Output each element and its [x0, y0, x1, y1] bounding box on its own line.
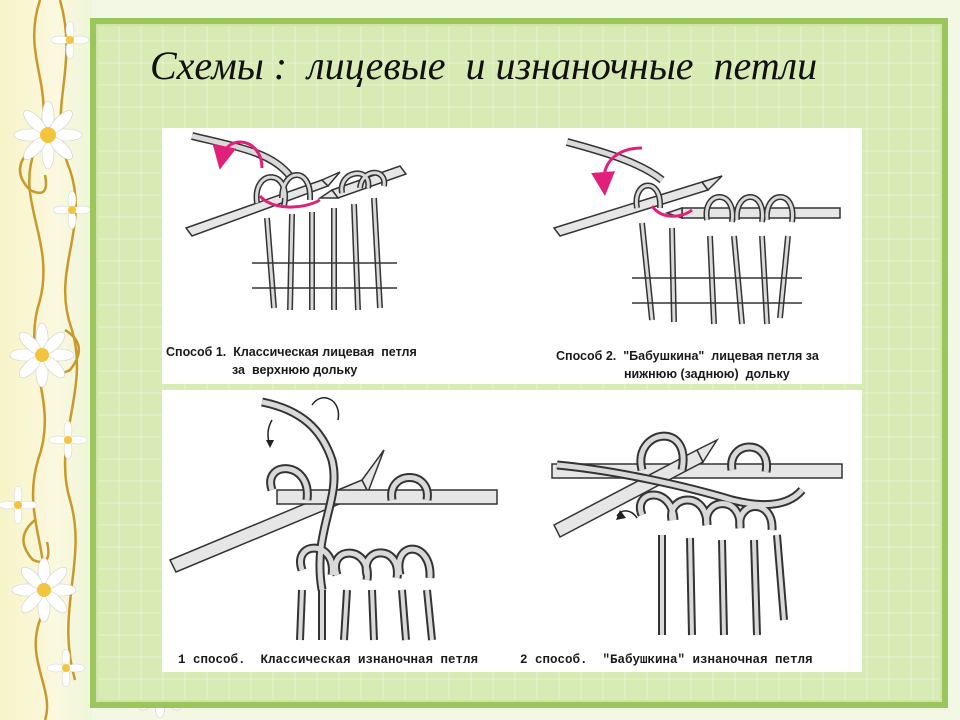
arrow-icon	[591, 146, 693, 218]
daisy-icon	[46, 648, 86, 688]
decorative-right-border	[948, 0, 960, 720]
knit-stitch-panel: Способ 1. Классическая лицевая петля за …	[162, 128, 862, 384]
purl-stitch-panel: 1 способ. Классическая изнаночная петля …	[162, 390, 862, 672]
daisy-icon	[0, 485, 38, 525]
knit-method-2-diagram	[552, 138, 841, 325]
purl-method-2-diagram	[551, 431, 843, 636]
daisy-icon	[50, 20, 90, 60]
caption-knit-method-1-line1: Способ 1. Классическая лицевая петля	[166, 345, 417, 359]
daisy-icon	[52, 190, 92, 230]
caption-knit-method-1-line2: за верхнюю дольку	[232, 363, 358, 377]
stitch-columns	[296, 589, 436, 641]
knit-method-1-diagram	[184, 132, 408, 311]
caption-purl-method-2: 2 способ. "Бабушкина" изнаночная петля	[520, 653, 813, 667]
arrow-icon	[212, 140, 321, 209]
stitch-columns	[264, 197, 383, 311]
caption-purl-method-1: 1 способ. Классическая изнаночная петля	[178, 653, 479, 667]
purl-method-1-diagram	[168, 397, 498, 641]
decorative-bottom-border	[92, 708, 960, 720]
knitting-needle-left	[552, 175, 723, 237]
knitting-needle-right	[664, 206, 841, 220]
decorative-top-border	[92, 0, 960, 18]
knitting-needle-left	[184, 171, 341, 237]
knit-stitch-illustrations	[184, 132, 841, 325]
daisy-icon	[13, 100, 83, 170]
arrow-icon	[616, 510, 638, 520]
purl-stitch-illustrations	[168, 397, 843, 641]
arrow-icon	[266, 397, 340, 448]
page-title: Схемы : лицевые и изнаночные петли	[150, 43, 818, 88]
daisy-icon	[48, 420, 88, 460]
daisy-icon	[9, 322, 75, 388]
caption-knit-method-2-line1: Способ 2. "Бабушкина" лицевая петля за	[556, 349, 819, 363]
daisy-icon	[11, 557, 77, 623]
caption-knit-method-2-line2: нижнюю (заднюю) дольку	[624, 367, 790, 381]
